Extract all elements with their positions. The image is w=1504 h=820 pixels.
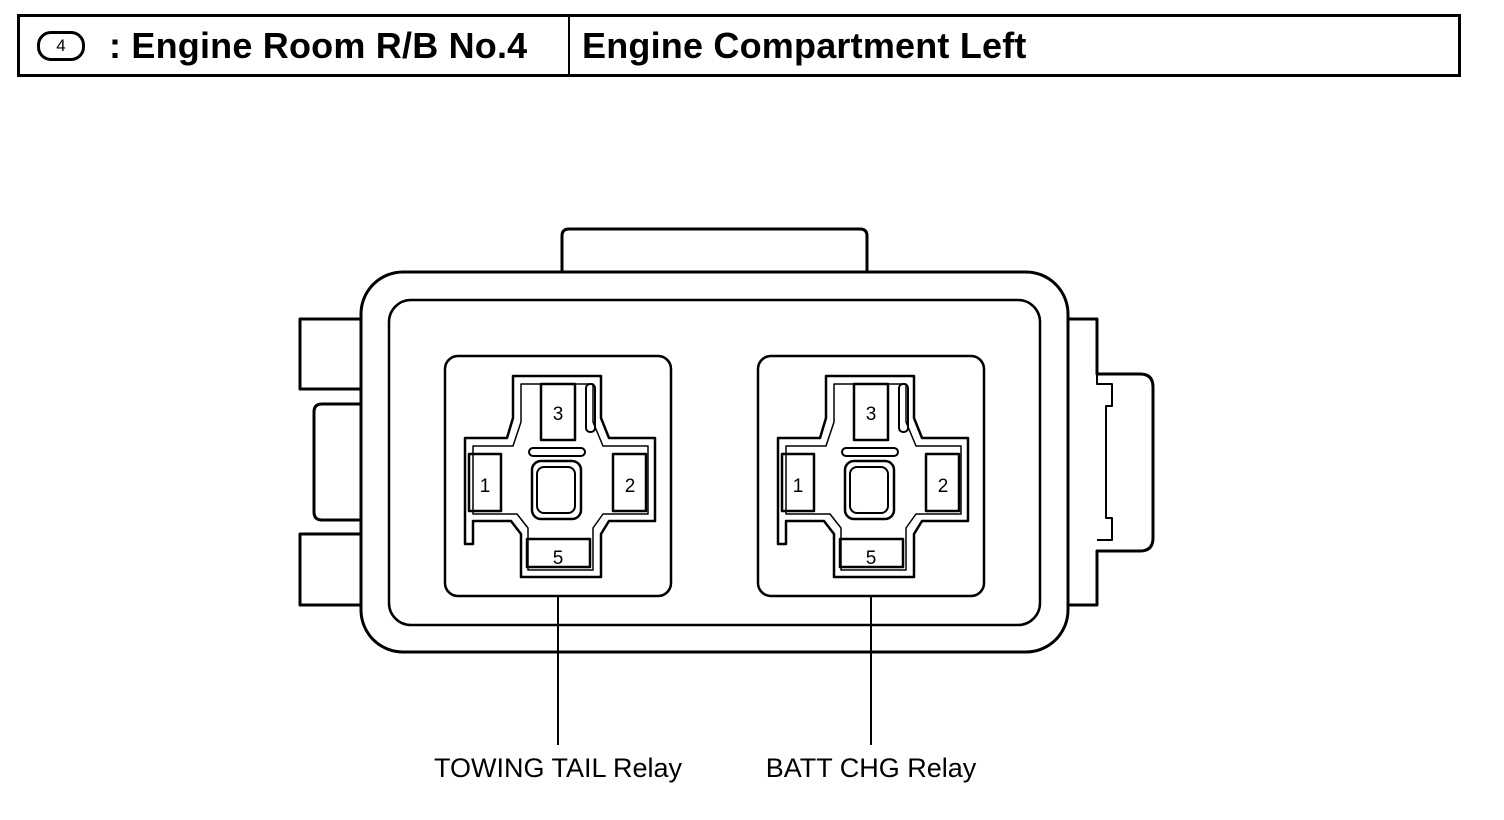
title-cell: 4 : Engine Room R/B No.4 bbox=[20, 17, 570, 74]
relay-cavity bbox=[463, 374, 657, 579]
pin-number-top: 3 bbox=[553, 404, 564, 425]
connector-number-badge: 4 bbox=[37, 30, 85, 61]
pin-number-bottom: 5 bbox=[866, 548, 877, 569]
relay-label: TOWING TAIL Relay bbox=[434, 753, 683, 783]
relay-slot-towing-tail bbox=[443, 354, 673, 598]
left-latch-lower bbox=[298, 532, 362, 607]
pin-number-top: 3 bbox=[866, 404, 877, 425]
center-post bbox=[843, 459, 896, 521]
location-cell: Engine Compartment Left bbox=[570, 17, 1458, 74]
terminal-5 bbox=[838, 537, 905, 569]
right-latch-slot bbox=[1096, 374, 1113, 541]
center-post bbox=[530, 459, 583, 521]
pin-number-bottom: 5 bbox=[553, 548, 564, 569]
left-latch-upper bbox=[298, 317, 362, 391]
pin-number-left: 1 bbox=[480, 476, 491, 497]
left-latch-middle bbox=[312, 402, 362, 522]
center-post-inner bbox=[536, 466, 576, 514]
key-slot bbox=[585, 383, 596, 433]
terminal-5 bbox=[525, 537, 592, 569]
terminal-3 bbox=[852, 382, 890, 442]
location-text: Engine Compartment Left bbox=[582, 24, 1027, 66]
relay-cavity-inner bbox=[785, 383, 962, 571]
key-bar bbox=[528, 447, 586, 457]
right-latch bbox=[1067, 317, 1155, 607]
terminal-1 bbox=[780, 452, 816, 513]
top-tab bbox=[560, 227, 869, 272]
relay-cavity-inner bbox=[472, 383, 649, 571]
key-bar bbox=[841, 447, 899, 457]
pin-number-left: 1 bbox=[793, 476, 804, 497]
relay-block-inner-frame bbox=[387, 298, 1042, 627]
pin-number-right: 2 bbox=[625, 476, 636, 497]
relay-block-title: : Engine Room R/B No.4 bbox=[109, 24, 528, 66]
relay-slot-batt-chg bbox=[756, 354, 986, 598]
key-slot bbox=[898, 383, 909, 433]
title-bar: 4 : Engine Room R/B No.4 Engine Compartm… bbox=[17, 14, 1461, 77]
terminal-2 bbox=[611, 452, 648, 513]
pin-number-right: 2 bbox=[938, 476, 949, 497]
center-post-inner bbox=[849, 466, 889, 514]
terminal-3 bbox=[539, 382, 577, 442]
relay-label: BATT CHG Relay bbox=[766, 753, 977, 783]
relay-block-housing bbox=[359, 270, 1070, 654]
relay-cavity bbox=[776, 374, 970, 579]
terminal-1 bbox=[467, 452, 503, 513]
terminal-2 bbox=[924, 452, 961, 513]
